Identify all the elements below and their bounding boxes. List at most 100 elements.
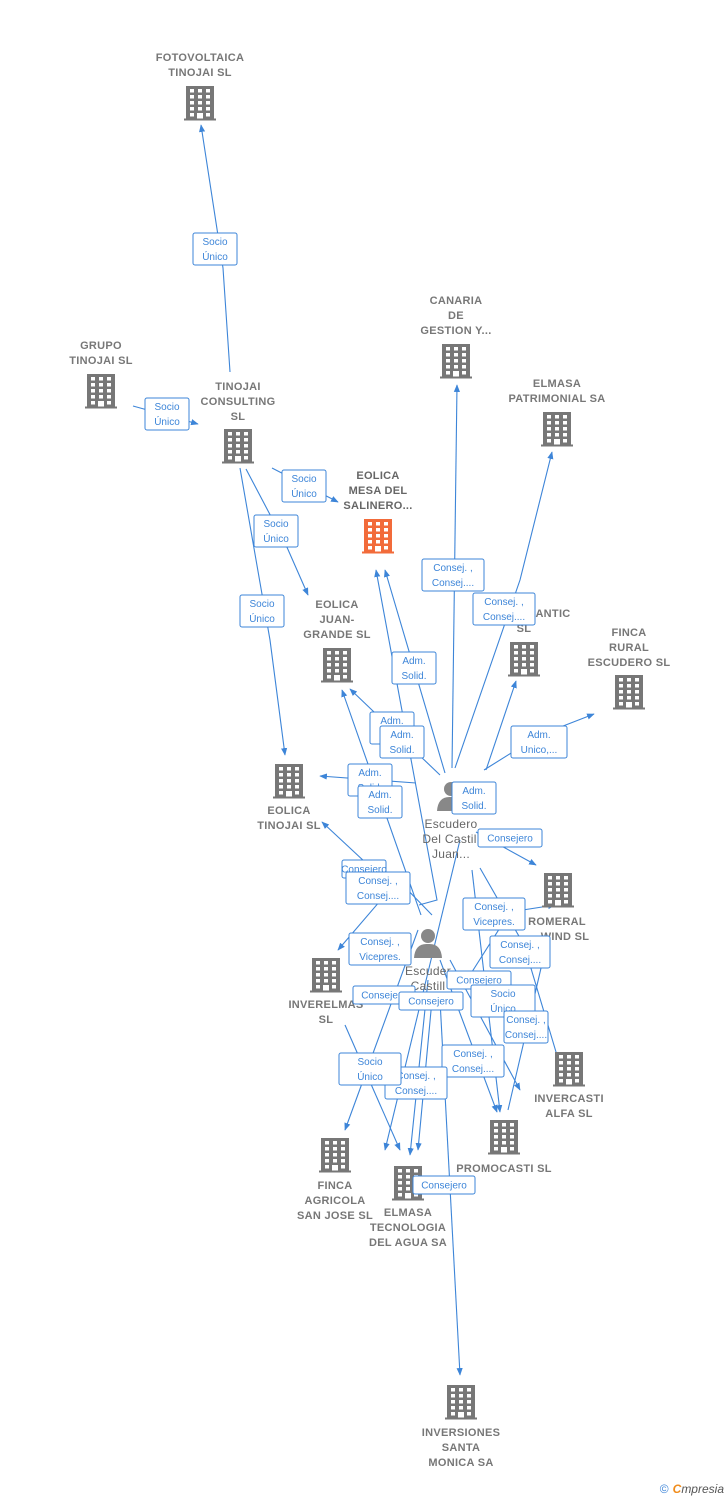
- relation-label[interactable]: Consej. ,Vicepres.: [348, 932, 412, 966]
- relation-label-text: Consejero: [421, 1181, 467, 1192]
- relation-label-text: Consejero: [487, 834, 533, 845]
- node-label: INVERELMAS: [288, 999, 363, 1011]
- relation-label[interactable]: Adm.Solid.: [379, 725, 425, 759]
- node-label: MONICA SA: [428, 1457, 493, 1469]
- relation-label-text: Consej. ,: [500, 940, 539, 951]
- node-canaria[interactable]: CANARIA DE GESTION Y...: [420, 295, 491, 379]
- relation-label[interactable]: Consej. ,Consej....: [472, 592, 536, 626]
- relationship-edge: [454, 451, 554, 769]
- relation-label[interactable]: Consej. ,Consej....: [503, 1010, 549, 1044]
- building-icon: [508, 642, 540, 677]
- relation-label-layer: SocioÚnicoSocioÚnicoSocioÚnicoSocioÚnico…: [144, 232, 568, 1195]
- building-icon: [488, 1120, 520, 1155]
- relation-label-text: Consej. ,: [358, 876, 397, 887]
- node-label: TINOJAI SL: [69, 355, 133, 367]
- node-label: SALINERO...: [343, 500, 412, 512]
- relation-label-text: Consej....: [499, 955, 541, 966]
- node-label: DE: [448, 310, 464, 322]
- node-label: FINCA: [611, 627, 646, 639]
- building-icon: [184, 86, 216, 121]
- relation-label-text: Adm.: [527, 730, 550, 741]
- brand-footer[interactable]: ©Cmpresia: [660, 1482, 724, 1496]
- building-icon: [440, 344, 472, 379]
- relation-label-text: Socio: [154, 402, 179, 413]
- relation-label-text: Socio: [202, 237, 227, 248]
- relation-label-text: Unico,...: [521, 745, 558, 756]
- relation-label[interactable]: Consej. ,Consej....: [421, 558, 485, 592]
- relation-label-text: Socio: [263, 519, 288, 530]
- relation-label-text: Consej. ,: [453, 1049, 492, 1060]
- relationship-edge: [485, 680, 517, 771]
- node-label: SL: [231, 411, 246, 423]
- relation-label[interactable]: Consej. ,Vicepres.: [462, 897, 526, 931]
- building-icon: [613, 675, 645, 710]
- relation-label[interactable]: Adm. Unico,...: [510, 725, 568, 759]
- relation-label-text: Socio: [490, 989, 515, 1000]
- node-label: FOTOVOLTAICA: [156, 52, 245, 64]
- node-label: PROMOCASTI SL: [456, 1163, 552, 1175]
- relation-label-text: Consej. ,: [474, 902, 513, 913]
- relation-label-text: Consej....: [505, 1030, 547, 1041]
- node-inverelmas[interactable]: INVERELMAS SL: [288, 958, 363, 1026]
- relation-label-text: Socio: [357, 1057, 382, 1068]
- relationship-edge: [344, 1024, 401, 1151]
- node-label: SL: [319, 1014, 334, 1026]
- relation-label[interactable]: Consejero: [412, 1175, 476, 1195]
- relation-label[interactable]: Consej. , Consej....: [489, 935, 551, 969]
- empresia-logo[interactable]: Cmpresia: [673, 1482, 724, 1496]
- building-icon: [362, 519, 394, 554]
- node-label: CANARIA: [430, 295, 483, 307]
- node-label: GESTION Y...: [420, 325, 491, 337]
- relation-label[interactable]: Adm.Solid.: [451, 781, 497, 815]
- node-label: ALFA SL: [545, 1108, 593, 1120]
- node-label: Juan...: [432, 847, 470, 861]
- node-label: ELMASA: [384, 1207, 432, 1219]
- relation-label-text: Adm.: [380, 716, 403, 727]
- relation-label[interactable]: Adm.Solid.: [357, 785, 403, 819]
- relation-label-text: Adm.: [358, 768, 381, 779]
- building-icon: [445, 1385, 477, 1420]
- relation-label-text: Socio: [291, 474, 316, 485]
- building-icon: [85, 374, 117, 409]
- relation-label-text: Consejero: [456, 976, 502, 987]
- node-promocasti[interactable]: PROMOCASTI SL: [456, 1120, 552, 1175]
- node-label: TECNOLOGIA: [370, 1222, 446, 1234]
- relation-label[interactable]: Consejero: [398, 991, 464, 1011]
- relation-label-text: Consej....: [357, 891, 399, 902]
- building-icon: [553, 1052, 585, 1087]
- relation-label-text: Adm.: [462, 786, 485, 797]
- relation-label-text: Consej. ,: [396, 1071, 435, 1082]
- building-icon: [541, 412, 573, 447]
- relation-label[interactable]: Consej. , Consej....: [345, 871, 411, 905]
- relation-label[interactable]: Consej. , Consej....: [441, 1044, 505, 1078]
- relation-label[interactable]: Consejero: [477, 828, 543, 848]
- node-label: SANTA: [442, 1442, 481, 1454]
- building-icon: [310, 958, 342, 993]
- relation-label-text: Consej....: [452, 1064, 494, 1075]
- relation-label-text: Solid.: [389, 745, 414, 756]
- relation-label[interactable]: Adm.Solid.: [391, 651, 437, 685]
- node-label: ROMERAL: [528, 916, 586, 928]
- node-label: Escuder: [405, 964, 451, 978]
